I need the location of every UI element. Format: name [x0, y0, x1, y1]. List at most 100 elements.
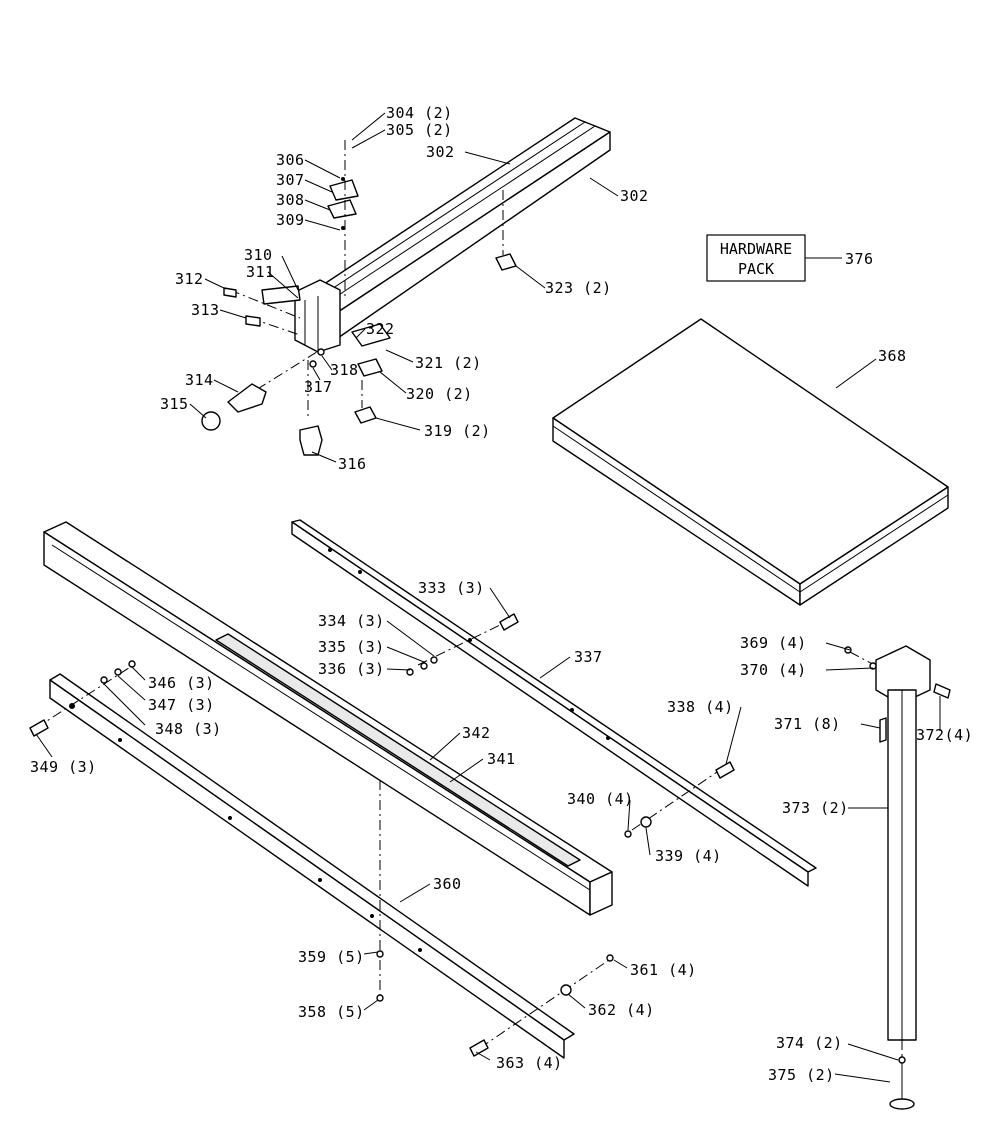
part-307 — [329, 179, 359, 201]
screw-313 — [245, 315, 261, 327]
fence-assembly — [201, 117, 611, 456]
label-375: 375 (2) — [768, 1066, 835, 1084]
hardware-pack-line1: HARDWARE — [720, 240, 792, 258]
front-angle-rail-360 — [29, 660, 614, 1059]
label-314: 314 — [185, 371, 214, 389]
label-323: 323 (2) — [545, 279, 612, 297]
washer-348 — [100, 676, 108, 684]
label-369: 369 (4) — [740, 634, 807, 652]
label-360: 360 — [433, 875, 462, 893]
nut-359 — [376, 950, 384, 958]
label-309: 309 — [276, 211, 305, 229]
screw-312 — [223, 287, 237, 298]
label-302-top: 302 — [426, 143, 455, 161]
label-358: 358 (5) — [298, 1003, 365, 1021]
leg-assembly-373 — [844, 645, 951, 1110]
part-308 — [327, 199, 357, 219]
angle-rail-flange — [49, 679, 565, 1059]
washer-339 — [640, 816, 652, 828]
label-374: 374 (2) — [776, 1034, 843, 1052]
washer-362 — [560, 984, 572, 996]
fence-side-face — [334, 131, 611, 341]
label-335: 335 (3) — [318, 638, 385, 656]
screw-358 — [376, 994, 384, 1002]
label-342: 342 — [462, 724, 491, 742]
rail-end — [589, 871, 613, 916]
plate-320 — [357, 358, 383, 377]
plate-319 — [354, 406, 377, 424]
rear-rail-top — [291, 519, 817, 873]
screw-363 — [469, 1039, 489, 1057]
label-308: 308 — [276, 191, 305, 209]
label-313: 313 — [191, 301, 220, 319]
label-347: 347 (3) — [148, 696, 215, 714]
part-316 — [299, 425, 323, 456]
label-317: 317 — [304, 378, 333, 396]
label-348: 348 (3) — [155, 720, 222, 738]
label-334: 334 (3) — [318, 612, 385, 630]
nut-336 — [406, 668, 414, 676]
label-319: 319 (2) — [424, 422, 491, 440]
washer-334 — [430, 656, 438, 664]
label-306: 306 — [276, 151, 305, 169]
label-361: 361 (4) — [630, 961, 697, 979]
label-349: 349 (3) — [30, 758, 97, 776]
label-340: 340 (4) — [567, 790, 634, 808]
label-359: 359 (5) — [298, 948, 365, 966]
washer-369 — [844, 646, 852, 654]
plate-323 — [495, 253, 517, 271]
label-368: 368 — [878, 347, 907, 365]
rear-rail-337 — [291, 519, 817, 887]
hardware-pack-line2: PACK — [738, 260, 774, 278]
plate-321 — [351, 323, 391, 347]
front-rail-341 — [43, 521, 613, 916]
lever-314 — [227, 383, 267, 413]
scale-strip-342 — [215, 633, 581, 867]
label-307: 307 — [276, 171, 305, 189]
nut-370 — [869, 662, 877, 670]
nut-374 — [898, 1056, 906, 1064]
part-labels: 304 (2) 305 (2) 302 302 306 307 308 309 … — [30, 104, 973, 1084]
label-305: 305 (2) — [386, 121, 453, 139]
label-311: 311 — [246, 263, 275, 281]
label-362: 362 (4) — [588, 1001, 655, 1019]
table-side-edge — [799, 486, 949, 606]
label-337: 337 — [574, 648, 603, 666]
screw-372 — [933, 683, 951, 699]
leader-lines — [35, 112, 941, 1083]
screw-349 — [29, 719, 49, 737]
label-341: 341 — [487, 750, 516, 768]
label-316: 316 — [338, 455, 367, 473]
nut-346 — [128, 660, 136, 668]
screw-338 — [715, 761, 735, 779]
washer-347 — [114, 668, 122, 676]
nut-340 — [624, 830, 632, 838]
foot-375 — [889, 1098, 915, 1110]
label-310: 310 — [244, 246, 273, 264]
nut-361 — [606, 954, 614, 962]
label-318: 318 — [330, 361, 359, 379]
extension-table-368 — [552, 318, 949, 606]
label-346: 346 (3) — [148, 674, 215, 692]
label-338: 338 (4) — [667, 698, 734, 716]
washer-335 — [420, 662, 428, 670]
screw-371 — [879, 717, 887, 743]
label-376: 376 — [845, 250, 874, 268]
label-333: 333 (3) — [418, 579, 485, 597]
label-320: 320 (2) — [406, 385, 473, 403]
label-339: 339 (4) — [655, 847, 722, 865]
label-371: 371 (8) — [774, 715, 841, 733]
hardware-pack-box: HARDWARE PACK — [706, 234, 806, 282]
label-363: 363 (4) — [496, 1054, 563, 1072]
label-321: 321 (2) — [415, 354, 482, 372]
label-373: 373 (2) — [782, 799, 849, 817]
label-370: 370 (4) — [740, 661, 807, 679]
knob-315 — [201, 411, 221, 431]
rear-rail-flange — [291, 521, 809, 887]
label-315: 315 — [160, 395, 189, 413]
label-302-right: 302 — [620, 187, 649, 205]
label-312: 312 — [175, 270, 204, 288]
label-304: 304 (2) — [386, 104, 453, 122]
label-372: 372(4) — [916, 726, 973, 744]
